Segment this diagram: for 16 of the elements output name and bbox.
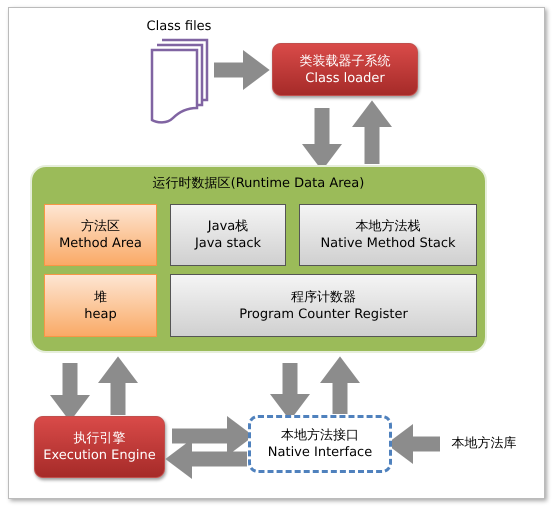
files-label: Class files	[146, 18, 212, 35]
block-arrow	[214, 50, 270, 90]
memory-box: 本地方法栈 Native Method Stack	[299, 204, 477, 266]
block-arrow	[352, 100, 392, 164]
block-arrow	[98, 356, 138, 415]
block-arrow	[320, 356, 360, 414]
memory-box: 程序计数器 Program Counter Register	[170, 274, 477, 337]
interface-box: 本地方法接口 Native Interface	[248, 415, 392, 473]
library-label: 本地方法库	[442, 432, 526, 454]
memory-box: 堆 heap	[44, 274, 157, 337]
panel-title: 运行时数据区(Runtime Data Area)	[152, 175, 364, 192]
memory-box: Java栈 Java stack	[170, 204, 286, 266]
process-box: 类装载器子系统 Class loader	[272, 43, 418, 96]
memory-box: 方法区 Method Area	[44, 204, 157, 266]
process-box: 执行引擎 Execution Engine	[34, 416, 165, 478]
area-panel	[30, 165, 487, 353]
